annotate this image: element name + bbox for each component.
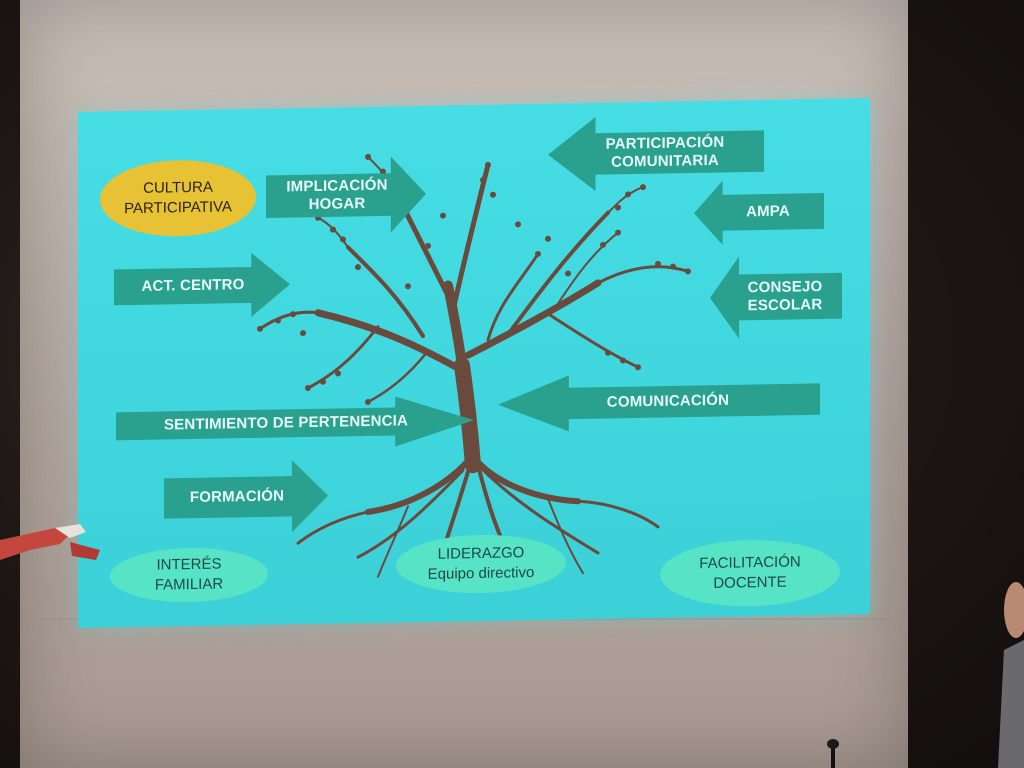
arrow-participacion-line1: PARTICIPACIÓN: [605, 133, 725, 153]
arrow-implicacion-line2: HOGAR: [308, 194, 366, 213]
arrow-consejo-escolar: CONSEJO ESCOLAR: [710, 255, 842, 339]
oval-liderazgo-line2: Equipo directivo: [427, 564, 535, 583]
oval-cultura-line2: PARTICIPATIVA: [124, 198, 232, 218]
oval-interes-familiar: INTERÉS FAMILIAR: [110, 546, 268, 604]
oval-cultura-line1: CULTURA: [143, 178, 213, 197]
oval-facilitacion-line2: DOCENTE: [713, 573, 787, 592]
oval-interes-line1: INTERÉS: [156, 555, 222, 574]
oval-liderazgo-line1: LIDERAZGO: [437, 544, 525, 563]
oval-facilitacion-line1: FACILITACIÓN: [699, 553, 801, 573]
oval-interes-line2: FAMILIAR: [154, 575, 224, 594]
audience-person: [998, 582, 1024, 768]
arrow-consejo-line2: ESCOLAR: [747, 296, 823, 315]
arrow-participacion-line2: COMUNITARIA: [611, 151, 719, 171]
oval-cultura-participativa: CULTURA PARTICIPATIVA: [100, 158, 256, 238]
arrow-consejo-line1: CONSEJO: [747, 278, 823, 297]
microphone: [827, 739, 839, 768]
arrow-comunicacion-label: COMUNICACIÓN: [606, 391, 730, 411]
arrow-implicacion-line1: IMPLICACIÓN: [286, 176, 388, 196]
presenter-hand: [0, 524, 100, 560]
projected-slide: CULTURA PARTICIPATIVA IMPLICACIÓN HOGAR …: [78, 98, 870, 628]
arrow-sentimiento-label: SENTIMIENTO DE PERTENENCIA: [163, 412, 409, 434]
arrow-ampa-label: AMPA: [746, 202, 790, 221]
arrow-formacion-label: FORMACIÓN: [189, 487, 285, 507]
arrow-act-centro-label: ACT. CENTRO: [141, 276, 245, 295]
